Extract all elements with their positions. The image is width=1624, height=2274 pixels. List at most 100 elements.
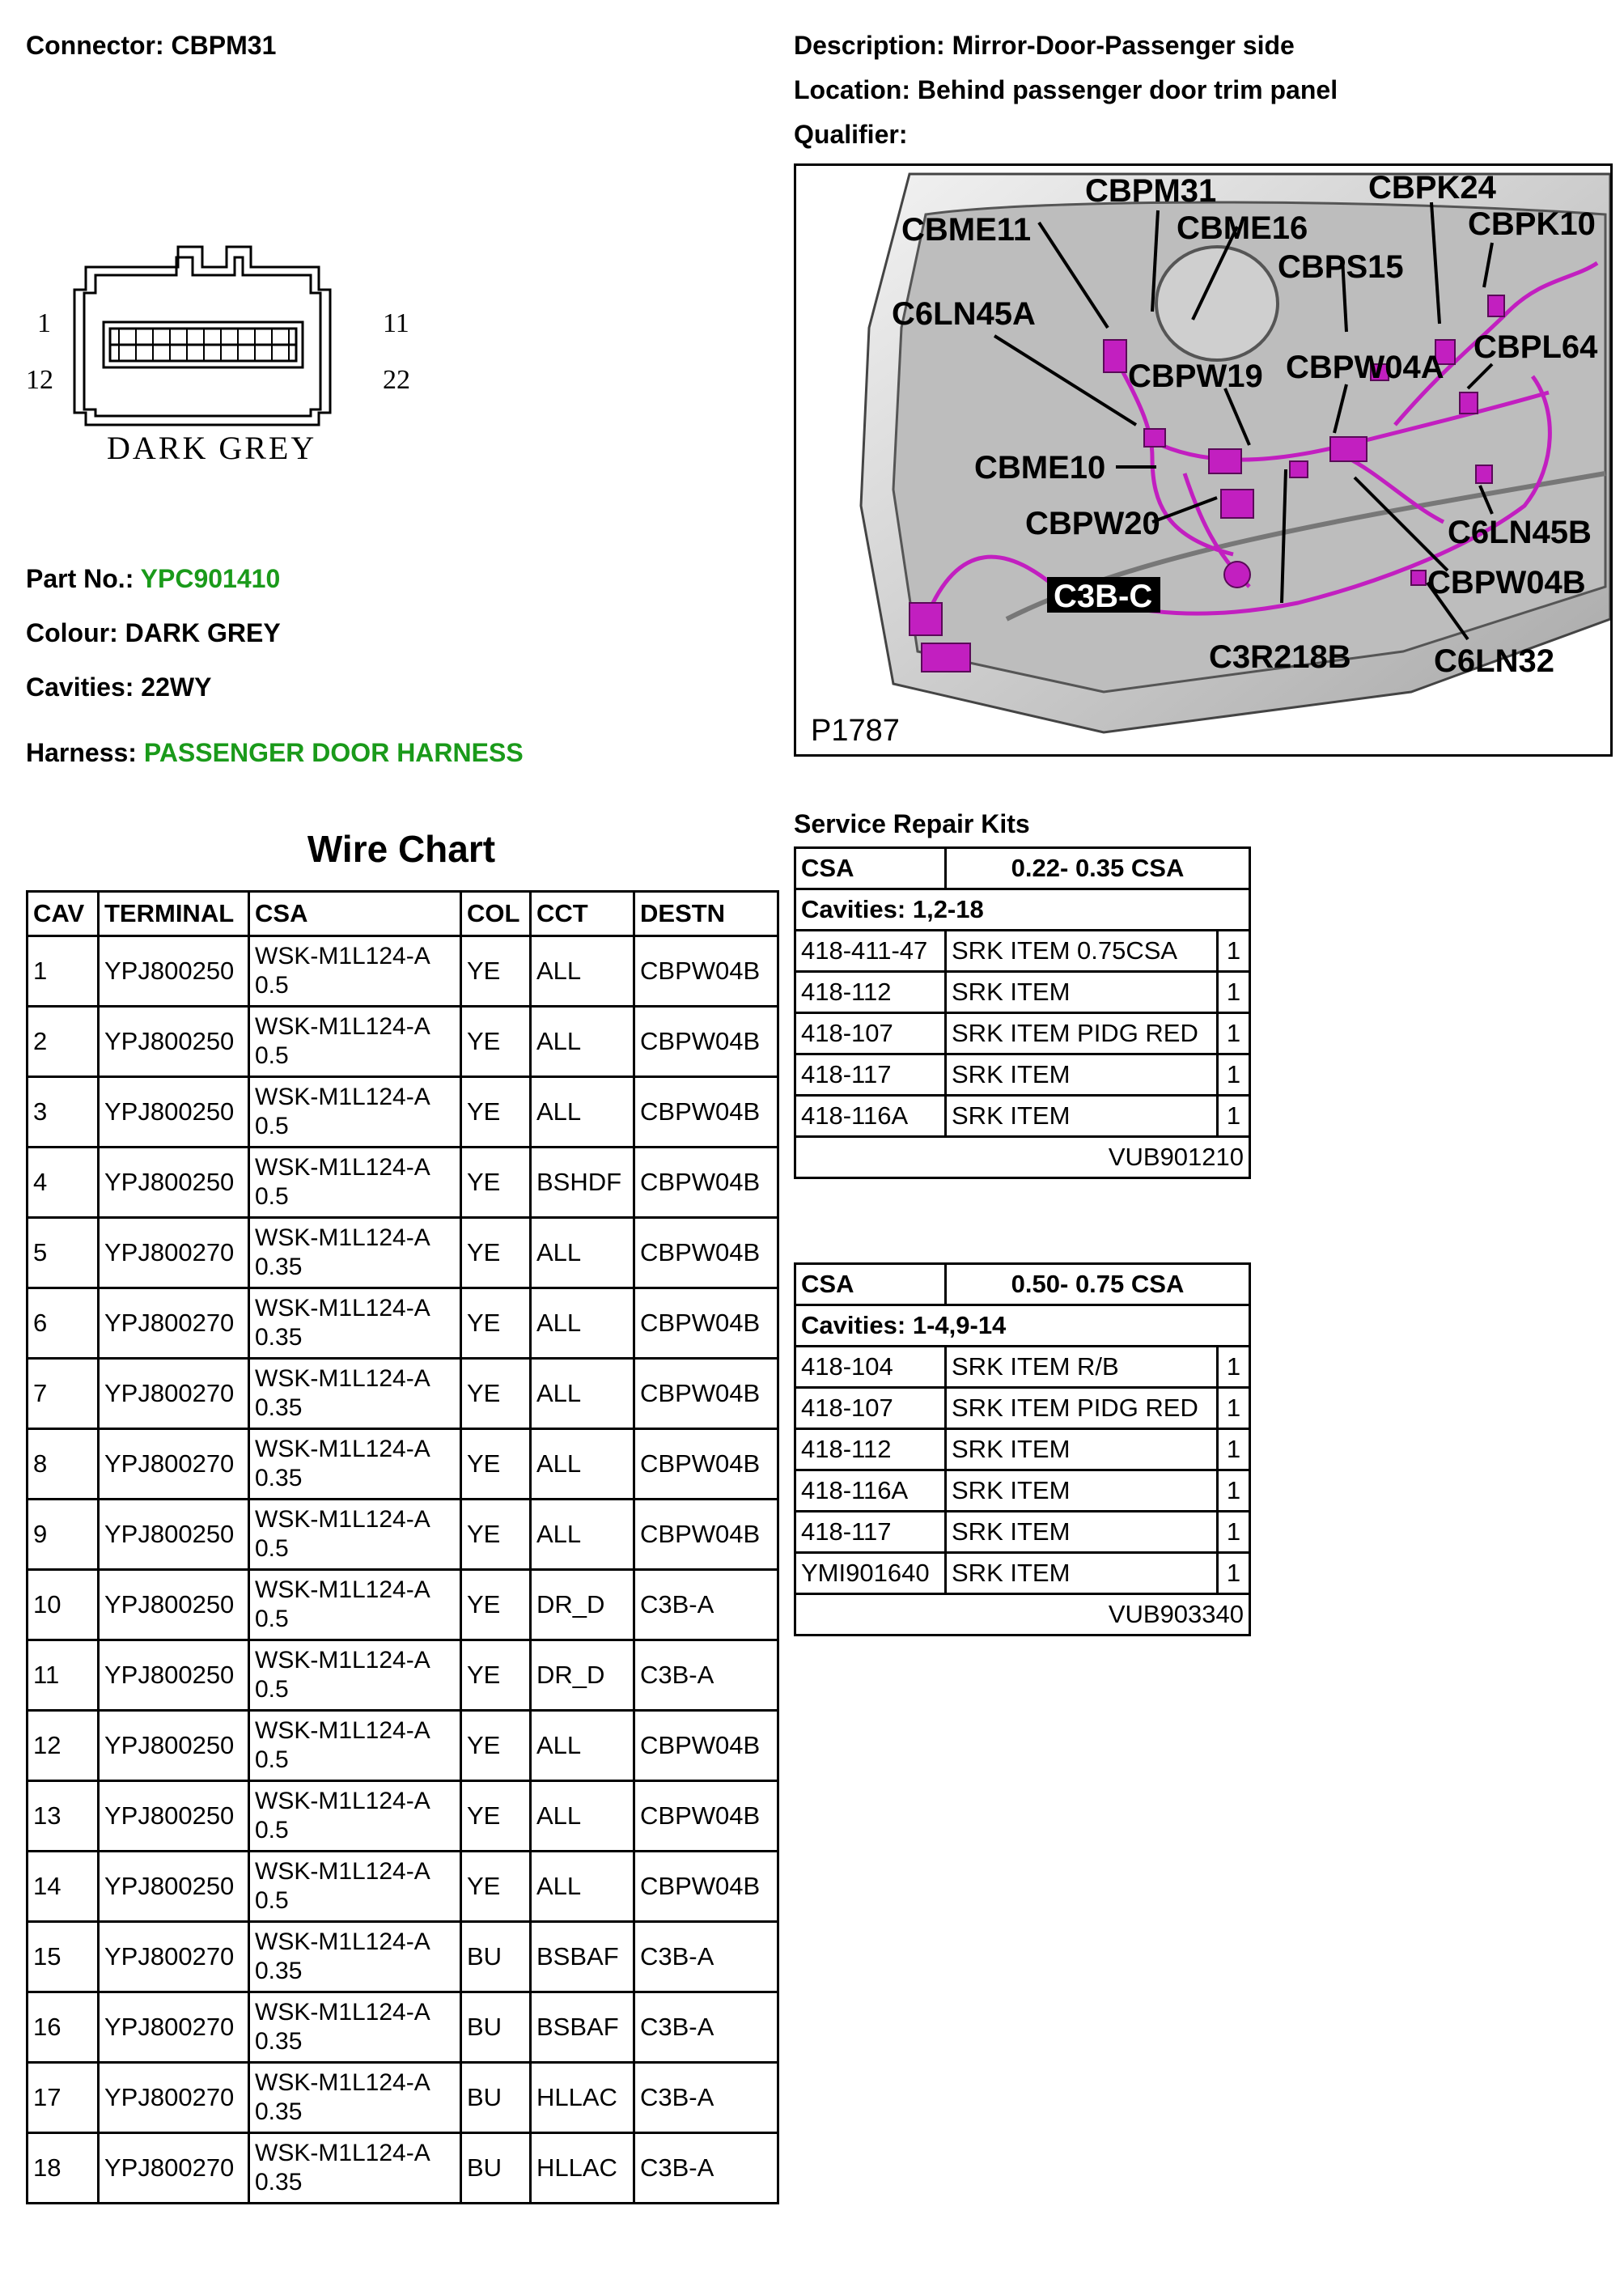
terminal-cell: YPJ800250	[97, 1850, 250, 1923]
label-c3b-c: C3B-C	[1054, 579, 1152, 614]
col-cell: YE	[460, 1428, 532, 1500]
csa-spec: WSK-M1L124-A	[255, 1084, 430, 1110]
kit-item-desc: SRK ITEM PIDG RED	[944, 1386, 1219, 1430]
terminal-cell: YPJ800270	[97, 1428, 250, 1500]
terminal-cell: YPJ800270	[97, 1920, 250, 1993]
kit-csa-label: CSA	[794, 846, 947, 890]
kit-csa-label: CSA	[794, 1262, 947, 1306]
col-cell: BU	[460, 2061, 532, 2134]
cavities-label: Cavities:	[26, 672, 134, 702]
col-cell: YE	[460, 1780, 532, 1852]
kit-cavities-row: Cavities: 1,2-18	[793, 888, 1252, 931]
kit-part-number: 418-107	[794, 1012, 947, 1055]
terminal-cell: YPJ800270	[97, 2061, 250, 2134]
cct-cell: ALL	[529, 1428, 635, 1500]
cav-cell: 2	[26, 1005, 100, 1078]
terminal-cell: YPJ800270	[97, 2132, 250, 2204]
destn-cell: C3B-A	[633, 1991, 779, 2064]
label-c6ln45a: C6LN45A	[892, 296, 1036, 332]
label-cbpw19: CBPW19	[1128, 358, 1263, 394]
terminal-cell: YPJ800250	[97, 935, 250, 1008]
terminal-cell: YPJ800270	[97, 1991, 250, 2064]
csa-cell: WSK-M1L124-A 0.35	[248, 1920, 462, 1993]
destn-cell: CBPW04B	[633, 1498, 779, 1571]
label-cbpk10: CBPK10	[1468, 206, 1596, 242]
location-value: Behind passenger door trim panel	[917, 75, 1338, 104]
connector-line: Connector: CBPM31	[26, 31, 276, 61]
kit-item-qty: 1	[1215, 1428, 1252, 1471]
cavities-line: Cavities: 22WY	[26, 672, 211, 702]
repair-kit-table-2: CSA 0.50- 0.75 CSA Cavities: 1-4,9-14 41…	[793, 1262, 1252, 1636]
qualifier-line: Qualifier:	[794, 120, 907, 150]
part-no-link[interactable]: YPC901410	[140, 564, 281, 593]
csa-size: 0.5	[255, 1817, 289, 1843]
col-cell: YE	[460, 1357, 532, 1430]
harness-line: Harness: PASSENGER DOOR HARNESS	[26, 738, 524, 768]
csa-spec: WSK-M1L124-A	[255, 2069, 430, 2096]
location-line: Location: Behind passenger door trim pan…	[794, 75, 1338, 105]
terminal-cell: YPJ800250	[97, 1005, 250, 1078]
csa-spec: WSK-M1L124-A	[255, 1154, 430, 1181]
cct-cell: ALL	[529, 1075, 635, 1148]
col-cell: BU	[460, 1920, 532, 1993]
destn-cell: CBPW04B	[633, 1005, 779, 1078]
harness-label: Harness:	[26, 738, 137, 767]
cav-cell: 3	[26, 1075, 100, 1148]
kit-cavities: Cavities: 1,2-18	[793, 888, 1252, 931]
cavities-value: 22WY	[141, 672, 212, 702]
harness-link[interactable]: PASSENGER DOOR HARNESS	[143, 738, 524, 767]
image-ref: P1787	[811, 714, 900, 748]
kit-cavities: Cavities: 1-4,9-14	[793, 1304, 1252, 1347]
kit-part-number: 418-104	[794, 1345, 947, 1389]
cct-cell: BSBAF	[529, 1920, 635, 1993]
header-terminal: TERMINAL	[97, 890, 250, 937]
csa-size: 0.5	[255, 1535, 289, 1562]
csa-size: 0.5	[255, 1606, 289, 1632]
destn-cell: CBPW04B	[633, 1709, 779, 1782]
csa-size: 0.5	[255, 972, 289, 999]
kit-csa-value: 0.22- 0.35 CSA	[943, 846, 1252, 890]
kit-item-qty: 1	[1215, 1551, 1252, 1595]
terminal-cell: YPJ800250	[97, 1568, 250, 1641]
csa-spec: WSK-M1L124-A	[255, 1858, 430, 1885]
cav-cell: 12	[26, 1709, 100, 1782]
kit-item-desc: SRK ITEM	[944, 1094, 1219, 1138]
cct-cell: ALL	[529, 1850, 635, 1923]
label-cbpw04b: CBPW04B	[1427, 565, 1586, 600]
pin-label-1: 1	[37, 308, 51, 338]
terminal-cell: YPJ800270	[97, 1216, 250, 1289]
kit-part-number: 418-116A	[794, 1094, 947, 1138]
cct-cell: ALL	[529, 1287, 635, 1360]
kit-header-row: CSA 0.22- 0.35 CSA	[794, 846, 1252, 890]
header-destn: DESTN	[633, 890, 779, 937]
description-line: Description: Mirror-Door-Passenger side	[794, 31, 1295, 61]
destn-cell: C3B-A	[633, 2061, 779, 2134]
wire-chart-header-row: CAV TERMINAL CSA COL CCT DESTN	[26, 890, 779, 937]
kit-part-number: 418-116A	[794, 1469, 947, 1512]
csa-size: 0.35	[255, 1958, 303, 1984]
col-cell: YE	[460, 1146, 532, 1219]
kit-part-number: 418-112	[794, 1428, 947, 1471]
csa-spec: WSK-M1L124-A	[255, 1928, 430, 1955]
csa-size: 0.35	[255, 1465, 303, 1491]
